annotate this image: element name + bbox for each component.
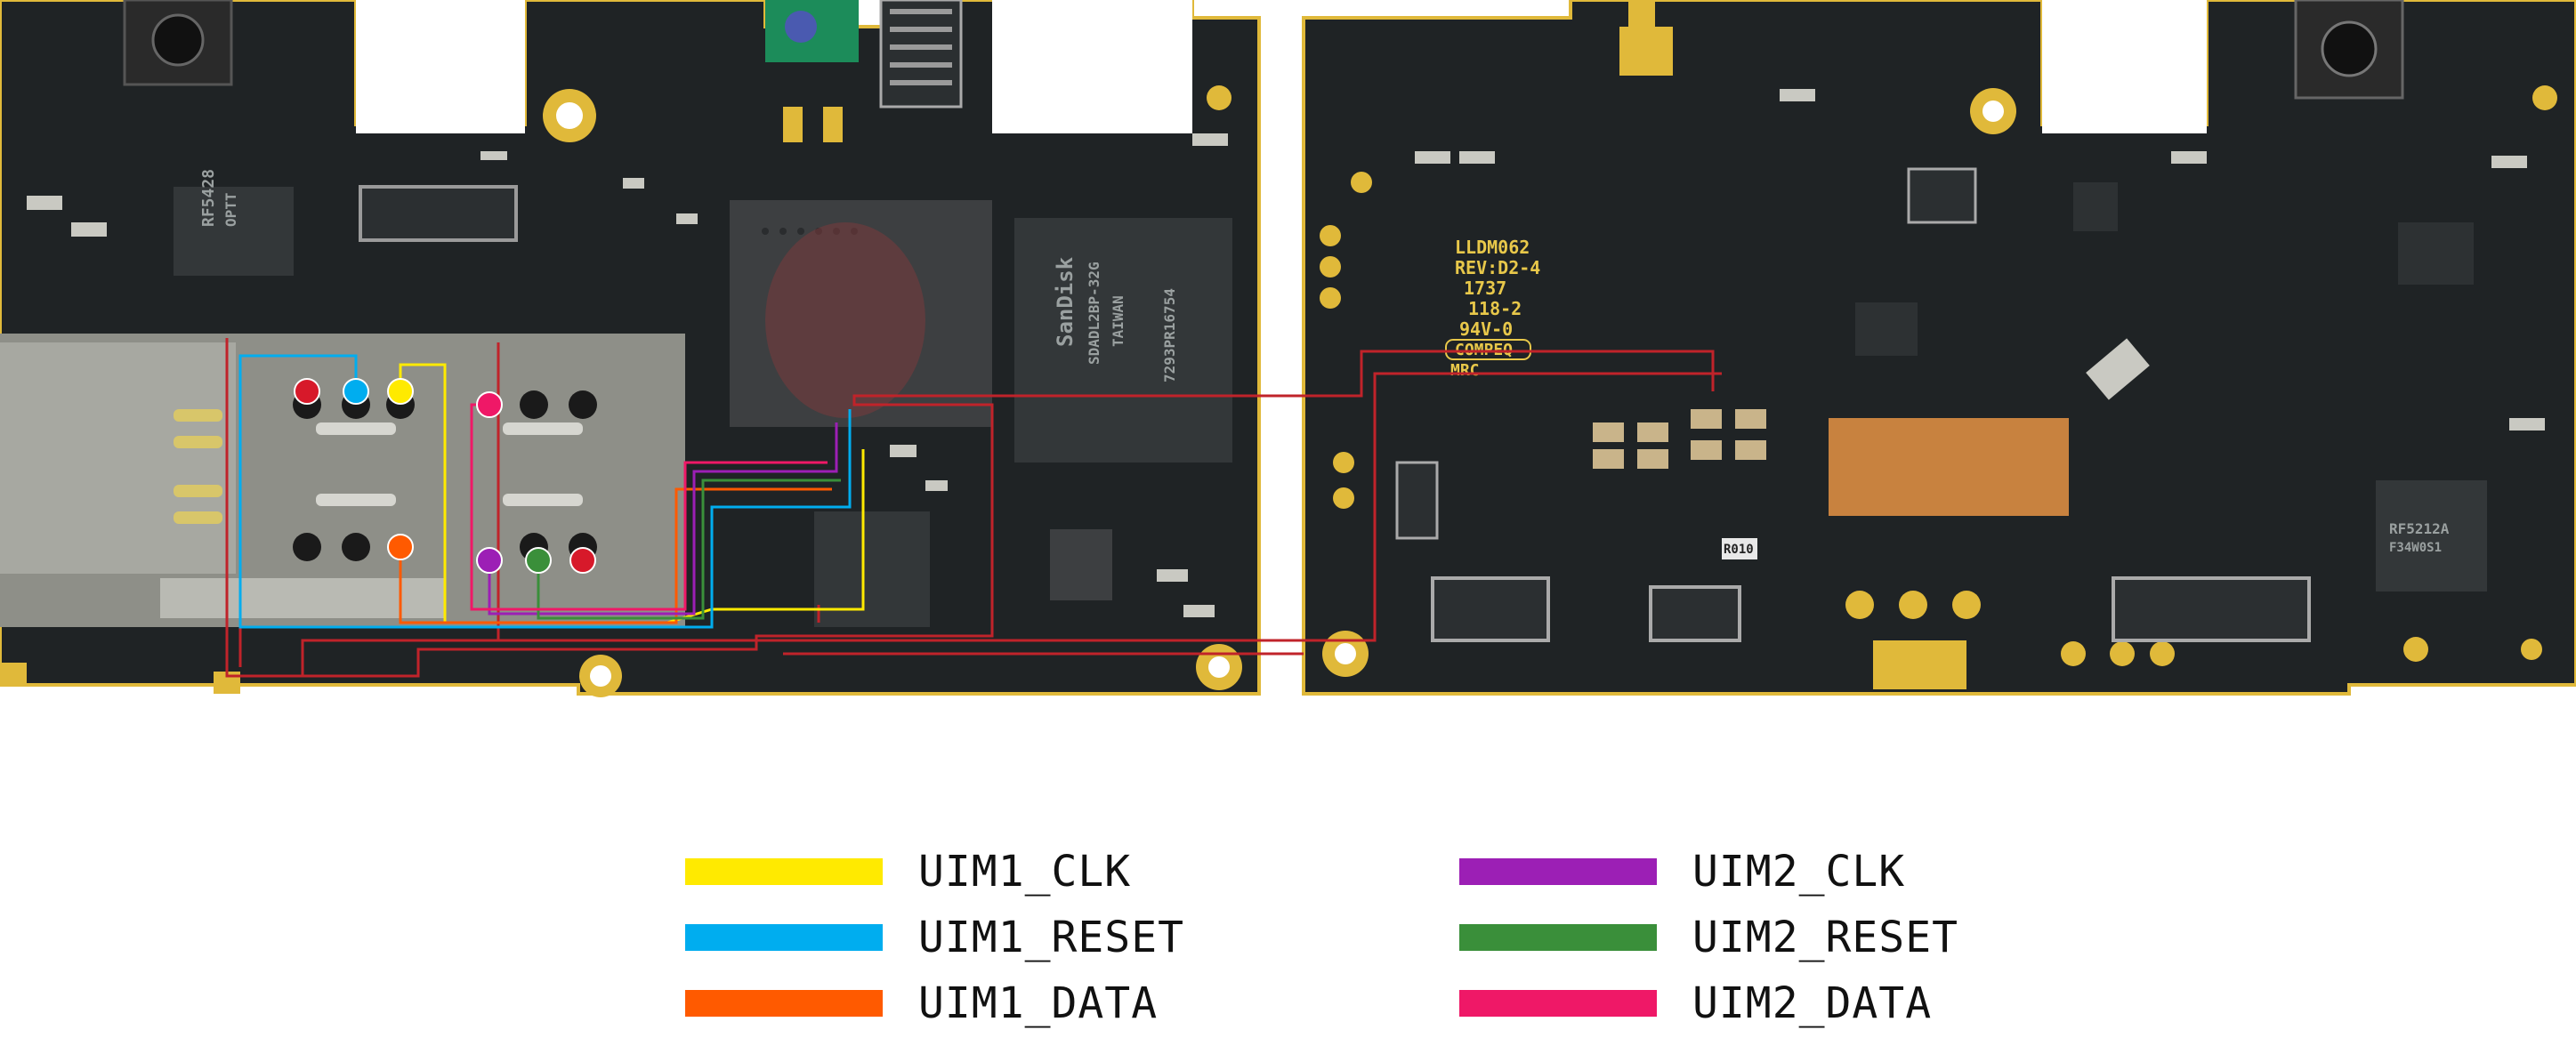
flash-origin: TAIWAN [1110, 295, 1126, 347]
trace-main-a [225, 338, 1715, 678]
legend-swatch-uim1-data [685, 990, 883, 1017]
legend-item-uim1-reset: UIM1_RESET [685, 913, 1184, 962]
pmic-chip [814, 511, 930, 627]
flash-code: 7293PR16754 [1161, 288, 1178, 382]
legend-item-uim2-reset: UIM2_RESET [1459, 913, 1958, 962]
trace-main-c [497, 342, 820, 640]
legend-label-uim1-data: UIM1_DATA [918, 978, 1159, 1028]
legend-label-uim2-data: UIM2_DATA [1692, 978, 1933, 1028]
flash-memory-chip [1014, 218, 1232, 463]
fpc-connector [1649, 585, 1741, 642]
legend-swatch-uim1-reset [685, 924, 883, 951]
right-board-outline [1302, 0, 2576, 696]
legend-label-uim1-clk: UIM1_CLK [918, 847, 1132, 897]
legend-label-uim2-clk: UIM2_CLK [1692, 847, 1906, 897]
trace-uim1-reset [238, 354, 852, 629]
silk-lot: 118-2 [1468, 298, 1522, 319]
trace-uim2-reset [537, 479, 841, 620]
trace-main-d [783, 639, 1375, 656]
legend-item-uim2-clk: UIM2_CLK [1459, 847, 1905, 897]
signal-traces [225, 338, 1722, 678]
silk-date-code: 1737 [1464, 278, 1506, 299]
testpoint-uim1-data [387, 534, 414, 560]
sim-test-points [294, 378, 596, 574]
highlight-region [1829, 418, 2069, 516]
flash-brand: SanDisk [1053, 256, 1078, 347]
silk-mrc: MRC [1450, 361, 1480, 380]
fpc-connector [1431, 576, 1550, 642]
testpoint-uim2-data [476, 391, 503, 418]
rf-ic-right-label: RF5212A [2389, 520, 2450, 537]
left-board: RF5428 OPTT [0, 0, 1261, 697]
testpoint-uim1-clk [387, 378, 414, 405]
legend-label-uim2-reset: UIM2_RESET [1692, 913, 1958, 962]
gold-pads [1320, 0, 2175, 689]
legend-item-uim1-clk: UIM1_CLK [685, 847, 1131, 897]
testpoint-uim2-reset [525, 547, 552, 574]
sim-contacts [174, 409, 583, 524]
legend-item-uim2-data: UIM2_DATA [1459, 978, 1932, 1028]
legend-swatch-uim1-clk [685, 858, 883, 885]
testpoint-uim1-reset [343, 378, 369, 405]
side-connector [1395, 461, 1439, 540]
rf-ic-sublabel: OPTT [222, 192, 239, 227]
legend-item-uim1-data: UIM1_DATA [685, 978, 1158, 1028]
rf-ic-label: RF5428 [199, 169, 218, 227]
board-revision-silkscreen: LLDM062 REV:D2-4 1737 118-2 94V-0 COMPEQ… [1445, 237, 1540, 380]
testpoint-uim1-data-pin [294, 378, 320, 405]
trace-uim1-data [399, 487, 832, 624]
pcb-board-diagram: RF5428 OPTT [0, 0, 2576, 697]
legend-swatch-uim2-reset [1459, 924, 1657, 951]
fpc-connector [2112, 576, 2311, 642]
right-jack [2294, 0, 2404, 100]
silk-board-id: LLDM062 [1455, 237, 1530, 258]
trace-uim2-data [470, 403, 828, 611]
testpoint-uim2-clk [476, 547, 503, 574]
legend-label-uim1-reset: UIM1_RESET [918, 913, 1184, 962]
flash-part: SDADL2BP-32G [1086, 262, 1102, 365]
rf-ic-right-sublabel: F34W0S1 [2389, 541, 2442, 555]
rf-ic-right [2376, 480, 2487, 591]
testpoint-vcc [569, 547, 596, 574]
silk-revision: REV:D2-4 [1455, 257, 1540, 278]
silk-flammability: 94V-0 [1459, 318, 1513, 340]
right-board: LLDM062 REV:D2-4 1737 118-2 94V-0 COMPEQ… [1302, 0, 2576, 696]
legend-swatch-uim2-clk [1459, 858, 1657, 885]
legend-swatch-uim2-data [1459, 990, 1657, 1017]
resistor-label: R010 [1724, 543, 1754, 557]
trace-uim2-clk [488, 422, 838, 616]
rf-ic [174, 187, 294, 276]
